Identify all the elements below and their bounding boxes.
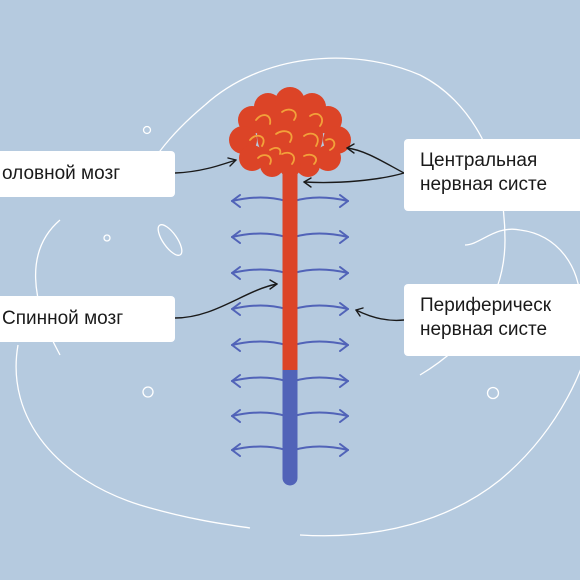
label-pointers xyxy=(174,143,405,322)
pns-pointer xyxy=(355,309,405,322)
brain-pointer xyxy=(174,159,237,174)
brain-label: оловной мозг xyxy=(0,151,175,197)
pns-label-line2: нервная систе xyxy=(420,319,548,340)
cns-pointer-brain xyxy=(346,147,405,174)
double-arrow-icon xyxy=(231,196,287,202)
nerve-arrow-pair xyxy=(231,266,349,280)
nerve-arrow-pair xyxy=(231,338,349,352)
nerve-arrow-pair xyxy=(231,230,349,244)
spinal-cord-label-text: Спинной мозг xyxy=(2,308,124,329)
cns-label-line1: Центральная xyxy=(420,150,538,171)
nerve-arrow-pair xyxy=(231,374,349,388)
nerve-arrow-pair xyxy=(231,443,349,457)
nerve-arrow-pair xyxy=(231,302,349,316)
brain-icon xyxy=(229,87,351,177)
double-arrow-icon xyxy=(293,196,349,202)
nerve-arrow-pair xyxy=(231,409,349,423)
spinal-cord-label: Спинной мозг xyxy=(0,296,175,342)
peripheral-nervous-system-label: Периферическ нервная систе xyxy=(404,284,580,356)
cns-pointer-cord xyxy=(303,172,405,184)
cns-label-line2: нервная систе xyxy=(420,174,548,195)
central-nervous-system-label: Центральная нервная систе xyxy=(404,139,580,211)
spinal-cord-pointer xyxy=(174,283,278,319)
nerve-arrow-pair xyxy=(231,194,349,208)
brain-label-text: оловной мозг xyxy=(2,163,121,184)
peripheral-nerves xyxy=(231,194,349,457)
pns-label-line1: Периферическ xyxy=(420,295,552,316)
